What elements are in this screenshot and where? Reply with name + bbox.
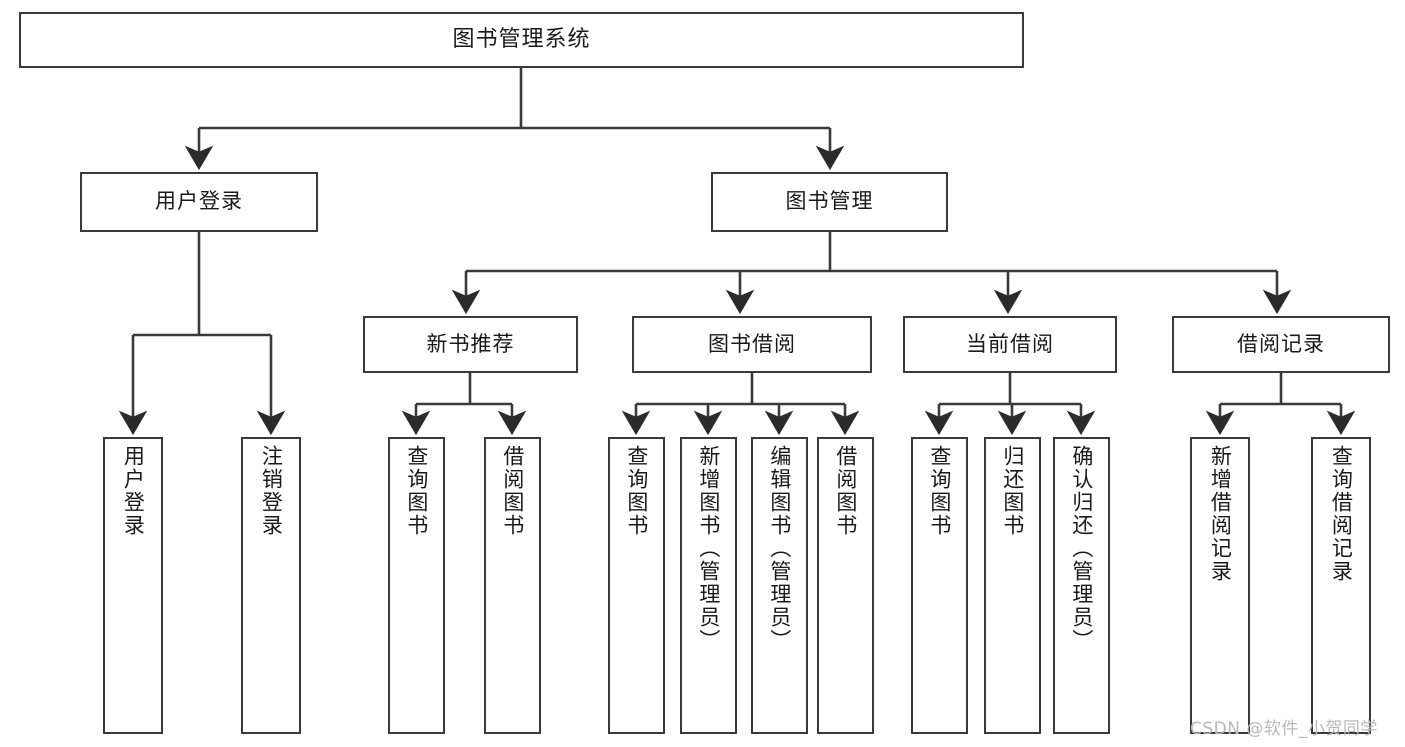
leaf-label: 归还图书 [1000,445,1025,537]
node-label: 图书借阅 [708,331,796,356]
leaf-label: 确认归还（管理员） [1069,445,1094,652]
leaf-query-books-new[interactable]: 查询图书 [388,437,445,734]
node-label: 用户登录 [155,189,243,214]
leaf-label: 借阅图书 [500,445,525,537]
leaf-borrow-books-new[interactable]: 借阅图书 [484,437,541,734]
node-borrowing-records[interactable]: 借阅记录 [1172,316,1390,373]
leaf-return-books[interactable]: 归还图书 [984,437,1041,734]
leaf-label: 用户登录 [121,445,146,537]
node-label: 图书管理系统 [452,26,591,52]
leaf-label: 查询图书 [927,445,952,537]
leaf-add-borrow-record[interactable]: 新增借阅记录 [1190,437,1250,734]
leaf-label: 查询借阅记录 [1329,445,1354,583]
node-root-book-management-system[interactable]: 图书管理系统 [19,12,1024,68]
leaf-logout[interactable]: 注销登录 [241,437,301,734]
leaf-label: 注销登录 [259,445,284,537]
leaf-label: 新增借阅记录 [1208,445,1233,583]
leaf-query-books-current[interactable]: 查询图书 [911,437,968,734]
node-label: 新书推荐 [426,331,515,356]
csdn-watermark: CSDN @软件_小贺同学 [1190,719,1378,739]
node-book-management[interactable]: 图书管理 [711,172,948,232]
node-user-login[interactable]: 用户登录 [80,172,318,232]
leaf-edit-book-admin[interactable]: 编辑图书（管理员） [751,437,808,734]
node-new-book-recommendation[interactable]: 新书推荐 [363,316,578,373]
leaf-label: 查询图书 [624,445,649,537]
leaf-label: 新增图书（管理员） [696,445,721,652]
node-label: 图书管理 [785,189,874,214]
leaf-label: 编辑图书（管理员） [767,445,792,652]
leaf-label: 查询图书 [404,445,429,537]
node-current-borrowing[interactable]: 当前借阅 [903,316,1117,373]
leaf-confirm-return-admin[interactable]: 确认归还（管理员） [1053,437,1110,734]
leaf-borrow-books[interactable]: 借阅图书 [817,437,874,734]
node-book-borrowing[interactable]: 图书借阅 [632,316,872,373]
leaf-query-books-borrow[interactable]: 查询图书 [608,437,665,734]
leaf-add-book-admin[interactable]: 新增图书（管理员） [680,437,737,734]
leaf-user-login[interactable]: 用户登录 [103,437,163,734]
node-label: 借阅记录 [1237,331,1325,356]
leaf-query-borrow-record[interactable]: 查询借阅记录 [1311,437,1371,734]
node-label: 当前借阅 [966,331,1054,356]
leaf-label: 借阅图书 [833,445,858,537]
